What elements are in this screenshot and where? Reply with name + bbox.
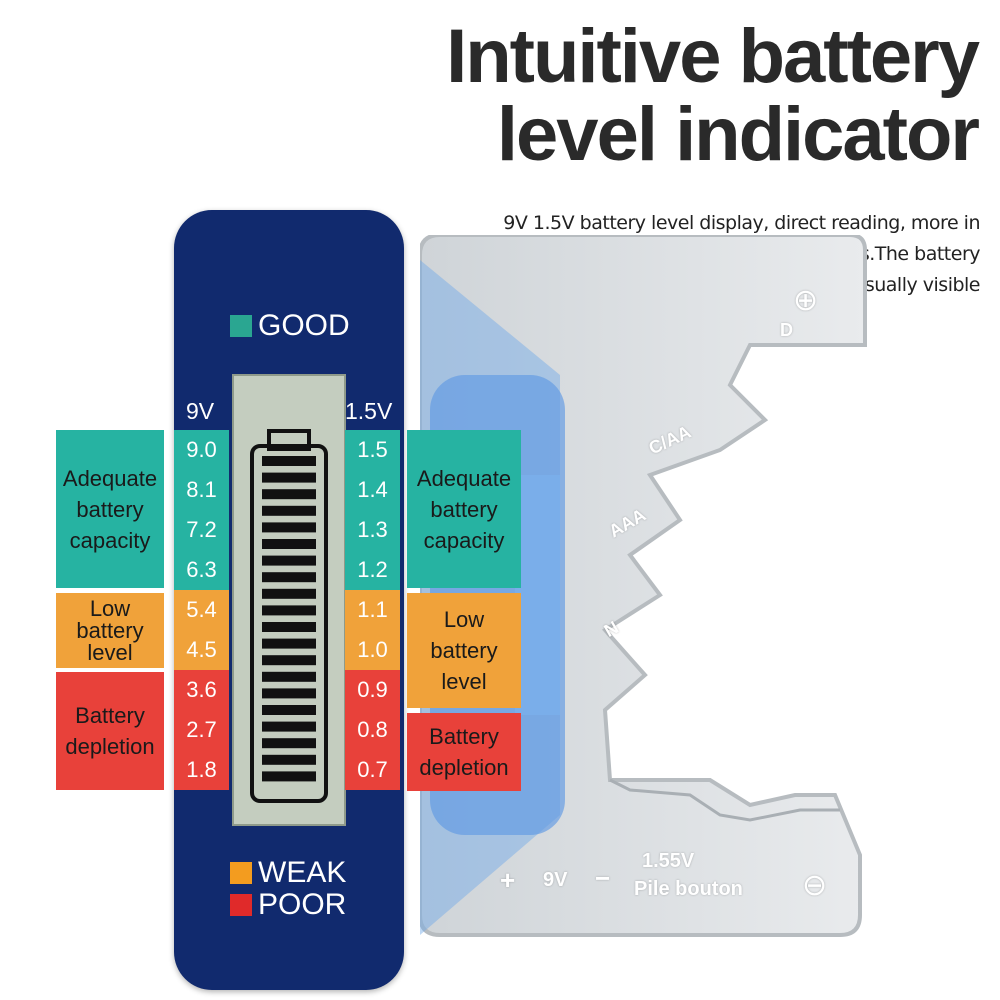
battery-level-icon xyxy=(250,429,328,803)
bottom-plus-sign: + xyxy=(500,865,516,895)
poor-swatch xyxy=(230,894,252,916)
scale-value-1-5v: 1.3 xyxy=(345,510,400,550)
scale-value-1-5v: 1.0 xyxy=(345,630,400,670)
scale-value-1-5v: 1.4 xyxy=(345,470,400,510)
lcd-level-segment xyxy=(262,622,316,632)
label-line: depletion xyxy=(419,755,509,780)
legend-weak: WEAK xyxy=(230,858,346,888)
weak-swatch xyxy=(230,862,252,884)
slot-label-d: D xyxy=(780,320,793,340)
headline-line-1: Intuitive battery xyxy=(446,14,980,99)
scale-value-1-5v: 1.5 xyxy=(345,430,400,470)
left-label-low-level: Low battery level xyxy=(56,593,164,668)
headline: Intuitive battery level indicator xyxy=(446,14,980,177)
lcd-level-segment xyxy=(262,638,316,649)
lcd-level-segment xyxy=(262,456,316,466)
label-line: depletion xyxy=(65,734,155,759)
scale-value-9v: 5.4 xyxy=(174,590,229,630)
lcd-level-segment xyxy=(262,539,316,549)
label-line: level xyxy=(441,669,487,694)
label-line: Adequate xyxy=(416,465,512,491)
lcd-level-segment xyxy=(262,671,316,682)
label-line: battery xyxy=(76,496,144,522)
scale-value-9v: 8.1 xyxy=(174,470,229,510)
lcd-level-segment xyxy=(262,505,316,516)
description-line-1: 9V 1.5V battery level display, direct re… xyxy=(503,212,980,234)
label-line: Low xyxy=(443,607,485,632)
label-line: battery xyxy=(430,496,498,522)
right-label-adequate-capacity: Adequate battery capacity xyxy=(407,430,521,588)
lcd-level-segment xyxy=(262,738,316,749)
left-label-adequate-capacity: Adequate battery capacity xyxy=(56,430,164,588)
lcd-level-segment xyxy=(262,655,316,666)
battery-tester-device: ⊕ D C/AA AAA N + 9V − 1.55V Pile bouton … xyxy=(420,235,870,945)
bottom-pile-bouton-label: Pile bouton xyxy=(634,878,743,900)
label-line: Adequate xyxy=(62,465,158,491)
scale-value-1-5v: 0.9 xyxy=(345,670,400,710)
right-label-low-level: Low battery level xyxy=(407,593,521,708)
scale-value-9v: 6.3 xyxy=(174,550,229,590)
bottom-1-55v-label: 1.55V xyxy=(642,850,695,872)
lcd-level-segment xyxy=(262,472,316,483)
scale-value-9v: 1.8 xyxy=(174,750,229,790)
left-label-depletion: Battery depletion xyxy=(56,672,164,790)
legend-good-label: GOOD xyxy=(258,309,350,342)
legend-poor: POOR xyxy=(230,890,346,920)
scale-value-1-5v: 0.8 xyxy=(345,710,400,750)
right-label-depletion: Battery depletion xyxy=(407,713,521,791)
label-line: capacity xyxy=(69,527,151,553)
scale-value-9v: 2.7 xyxy=(174,710,229,750)
scale-value-1-5v: 1.1 xyxy=(345,590,400,630)
label-line: battery xyxy=(76,617,144,643)
label-line: Low xyxy=(89,595,131,621)
scale-header-1-5v: 1.5V xyxy=(345,398,393,424)
lcd-level-segment xyxy=(262,754,316,765)
label-line: battery xyxy=(430,638,498,663)
lcd-display xyxy=(232,374,346,826)
label-line: capacity xyxy=(423,527,505,553)
lcd-level-segment xyxy=(262,588,316,599)
headline-line-2: level indicator xyxy=(496,92,980,177)
lcd-level-segment xyxy=(262,605,316,616)
lcd-level-segment xyxy=(262,705,316,715)
legend-poor-label: POOR xyxy=(258,888,347,921)
good-swatch xyxy=(230,315,252,337)
label-line: level xyxy=(87,639,133,665)
lcd-level-segment xyxy=(262,522,316,533)
lcd-level-segment xyxy=(262,572,316,583)
label-line: Battery xyxy=(75,703,145,728)
tester-outline xyxy=(420,235,867,937)
tester-plus-terminal: ⊕ xyxy=(793,284,819,317)
bottom-minus-sign: − xyxy=(595,863,611,893)
scale-value-9v: 7.2 xyxy=(174,510,229,550)
lcd-level-segment xyxy=(262,688,316,699)
lcd-level-segment xyxy=(262,771,316,782)
scale-value-9v: 9.0 xyxy=(174,430,229,470)
scale-value-9v: 3.6 xyxy=(174,670,229,710)
lcd-level-segment xyxy=(262,721,316,732)
lcd-level-segment xyxy=(262,489,316,500)
scale-value-1-5v: 1.2 xyxy=(345,550,400,590)
label-line: Battery xyxy=(429,724,499,749)
legend-weak-label: WEAK xyxy=(258,856,347,889)
scale-header-9v: 9V xyxy=(186,398,215,424)
lcd-level-segment xyxy=(262,555,316,566)
scale-value-1-5v: 0.7 xyxy=(345,750,400,790)
scale-value-9v: 4.5 xyxy=(174,630,229,670)
bottom-9v-label: 9V xyxy=(543,869,568,891)
tester-minus-terminal: ⊖ xyxy=(802,869,828,902)
legend-good: GOOD xyxy=(230,311,350,341)
